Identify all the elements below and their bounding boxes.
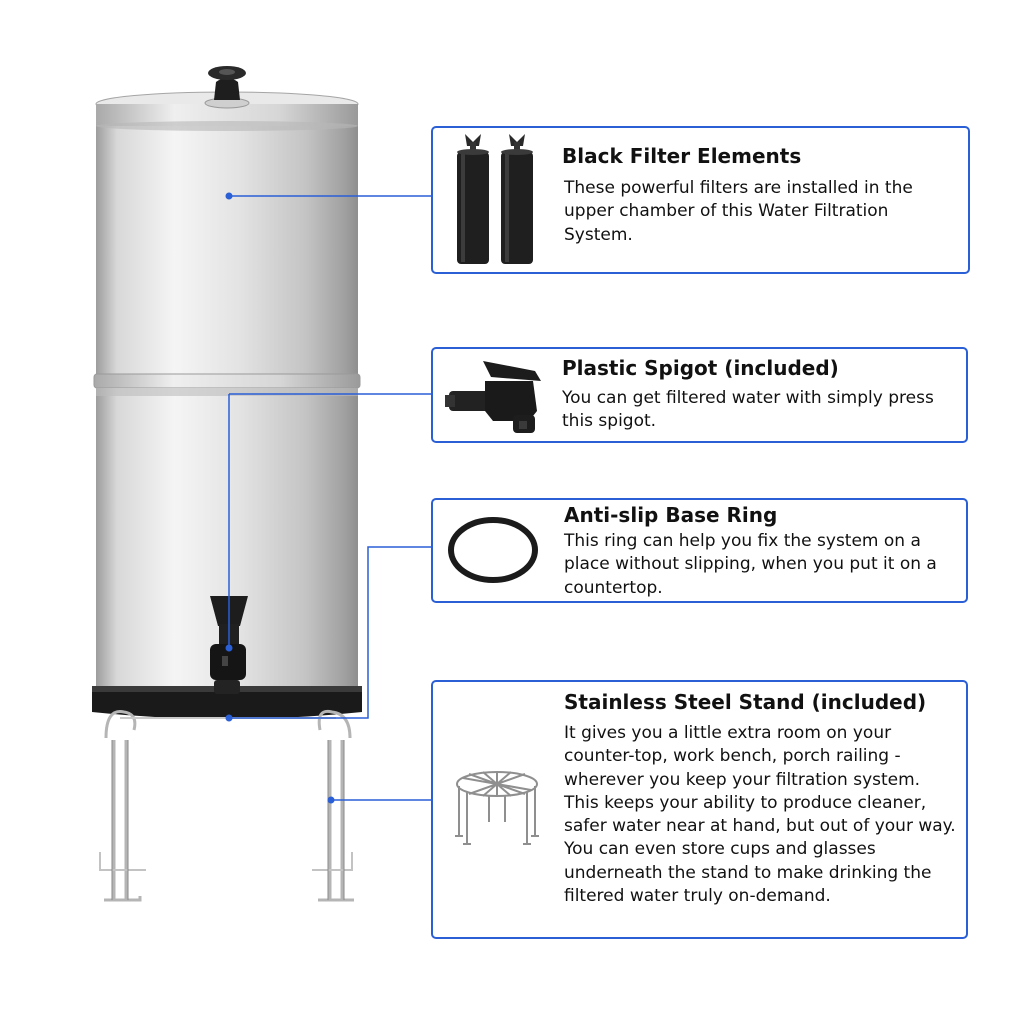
- upper-chamber: [93, 124, 361, 389]
- feature-title: Stainless Steel Stand (included): [564, 690, 927, 714]
- feature-card-stand: Stainless Steel Stand (included) It give…: [431, 680, 968, 939]
- leader-dots: [225, 192, 335, 804]
- steel-stand: [99, 709, 354, 902]
- feature-card-spigot: Plastic Spigot (included) You can get fi…: [431, 347, 968, 443]
- plastic-spigot-icon: [445, 361, 541, 433]
- rubber-base-ring-icon: [448, 517, 538, 583]
- feature-description: You can get filtered water with simply p…: [562, 388, 934, 432]
- feature-description: These powerful filters are installed in …: [564, 178, 913, 245]
- feature-description: It gives you a little extra room on your…: [564, 723, 956, 907]
- feature-title: Black Filter Elements: [562, 144, 802, 168]
- feature-card-filters: Black Filter Elements These powerful fil…: [431, 126, 970, 274]
- feature-title: Plastic Spigot (included): [562, 356, 839, 380]
- feature-card-ring: Anti-slip Base Ring This ring can help y…: [431, 498, 968, 603]
- feature-title: Anti-slip Base Ring: [564, 503, 778, 527]
- lower-chamber: [96, 388, 358, 686]
- black-filter-cartridges-icon: [457, 134, 533, 264]
- feature-description: This ring can help you fix the system on…: [564, 531, 937, 598]
- lid-knob-icon: [204, 66, 250, 109]
- leader-lines: [228, 195, 431, 801]
- steel-stand-icon: [455, 771, 539, 845]
- steel-stand-shading: [111, 740, 345, 900]
